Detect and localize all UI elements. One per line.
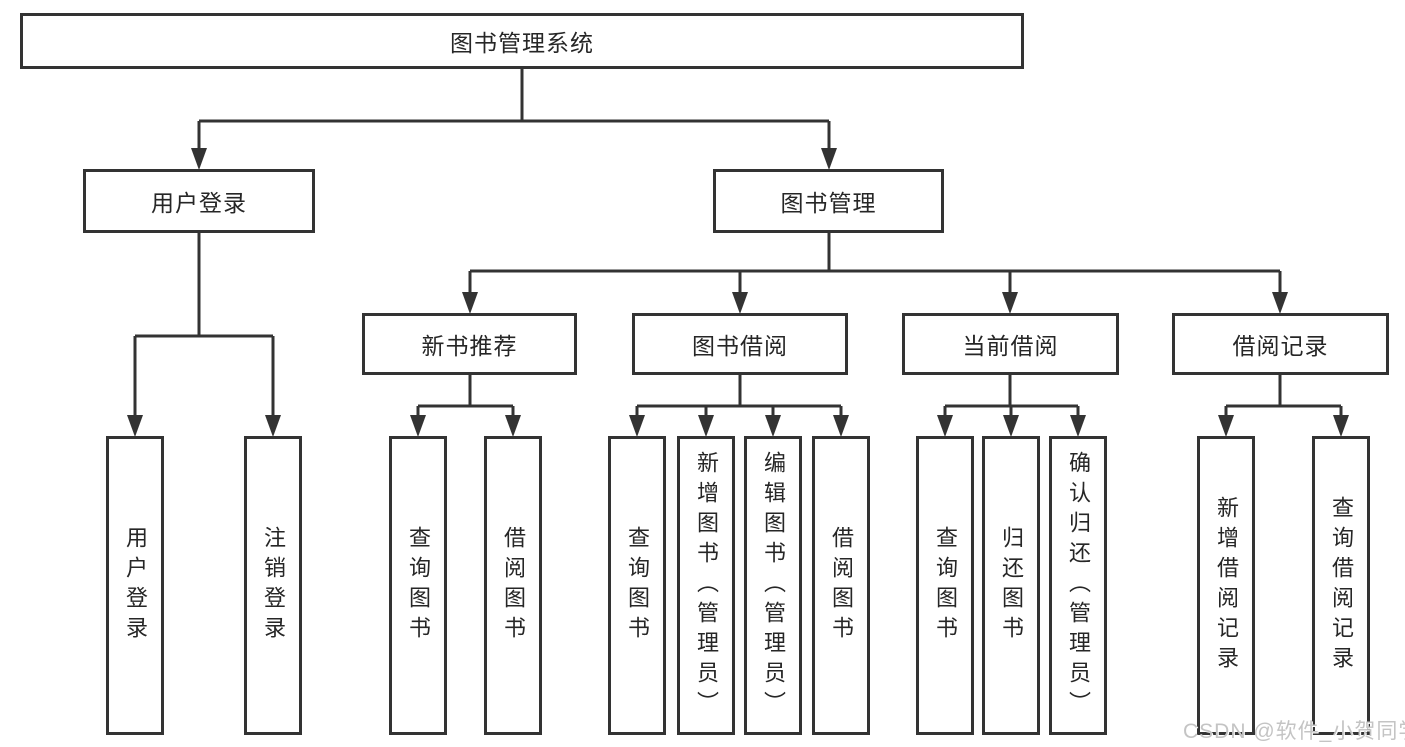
leaf-query-books-current: 查询图书 [916,436,974,735]
arrowhead [410,415,426,437]
connector-current-borrowing-to-leaves [937,375,1086,437]
leaf-edit-books-admin: 编辑图书（管理员） [744,436,802,735]
node-user-login: 用户登录 [83,169,315,233]
node-new-book-recommend: 新书推荐 [362,313,577,375]
arrowhead [1333,415,1349,437]
leaf-return-books: 归还图书 [982,436,1040,735]
node-book-management: 图书管理 [713,169,944,233]
csdn-watermark: CSDN @软件_小贺同学 [1183,720,1405,743]
arrowhead [191,148,207,170]
node-book-borrowing: 图书借阅 [632,313,848,375]
node-library-management-system: 图书管理系统 [20,13,1024,69]
arrowhead [698,415,714,437]
leaf-query-books-recommend: 查询图书 [389,436,447,735]
leaf-user-login: 用户登录 [106,436,164,735]
connector-book-management-to-level3 [462,233,1288,314]
arrowhead [1070,415,1086,437]
connector-user-login-to-leaves [127,233,281,437]
arrowhead [937,415,953,437]
arrowhead [265,415,281,437]
leaf-query-books-borrowing: 查询图书 [608,436,666,735]
connector-root-to-level2 [191,69,837,170]
arrowhead [1218,415,1234,437]
leaf-borrow-books: 借阅图书 [812,436,870,735]
connector-book-borrowing-to-leaves [629,375,849,437]
connector-new-book-recommend-to-leaves [410,375,521,437]
leaf-logout: 注销登录 [244,436,302,735]
arrowhead [732,292,748,314]
leaf-query-borrow-record: 查询借阅记录 [1312,436,1370,735]
arrowhead [765,415,781,437]
arrowhead [1003,415,1019,437]
arrowhead [1272,292,1288,314]
arrowhead [833,415,849,437]
arrowhead [462,292,478,314]
arrowhead [127,415,143,437]
leaf-borrow-books-recommend: 借阅图书 [484,436,542,735]
arrowhead [505,415,521,437]
connector-borrowing-records-to-leaves [1218,375,1349,437]
leaf-add-books-admin: 新增图书（管理员） [677,436,735,735]
node-borrowing-records: 借阅记录 [1172,313,1389,375]
node-current-borrowing: 当前借阅 [902,313,1119,375]
leaf-add-borrow-record: 新增借阅记录 [1197,436,1255,735]
arrowhead [1002,292,1018,314]
arrowhead [629,415,645,437]
leaf-confirm-return-admin: 确认归还（管理员） [1049,436,1107,735]
arrowhead [821,148,837,170]
